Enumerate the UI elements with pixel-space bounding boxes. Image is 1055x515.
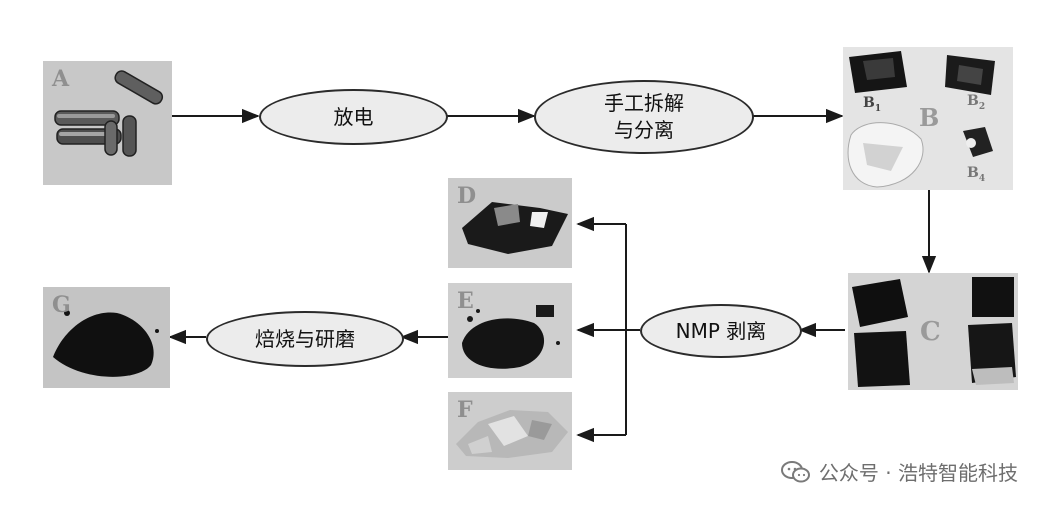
photo-a-cells: A (43, 61, 172, 185)
photo-f-foil: F (448, 392, 572, 470)
photo-c-label: C (920, 317, 941, 347)
cell-cylinders (54, 70, 164, 157)
part-b2-label: B2 (967, 93, 986, 112)
photo-b-label: B (919, 103, 940, 132)
step-discharge: 放电 (259, 89, 448, 145)
part-b1-label: B1 (863, 95, 882, 114)
watermark-text: 公众号 · 浩特智能科技 (818, 461, 1018, 485)
photo-d-piece: D (448, 178, 572, 268)
photo-g-powder: G (43, 287, 170, 388)
photo-e-label: E (457, 288, 474, 314)
photo-b-components: B1 B2 B4 B (843, 47, 1013, 190)
step-nmp-label: NMP 剥离 (675, 318, 767, 343)
step-roast: 焙烧与研磨 (206, 311, 404, 367)
photo-f-label: F (457, 397, 473, 423)
photo-e-powder-pieces: E (448, 283, 572, 378)
step-nmp: NMP 剥离 (640, 304, 802, 358)
step-disassemble: 手工拆解 与分离 (534, 80, 754, 154)
watermark: 公众号 · 浩特智能科技 (780, 457, 1018, 486)
part-b4-label: B4 (967, 165, 986, 184)
step-disassemble-line1: 手工拆解 (604, 91, 684, 115)
photo-c-sheets: C (848, 273, 1018, 390)
step-roast-label: 焙烧与研磨 (255, 326, 355, 351)
wechat-icon (780, 460, 810, 482)
photo-g-label: G (52, 292, 71, 318)
step-discharge-label: 放电 (333, 104, 374, 129)
step-disassemble-line2: 与分离 (614, 118, 674, 142)
photo-a-label: A (52, 66, 70, 92)
photo-d-label: D (457, 183, 477, 209)
